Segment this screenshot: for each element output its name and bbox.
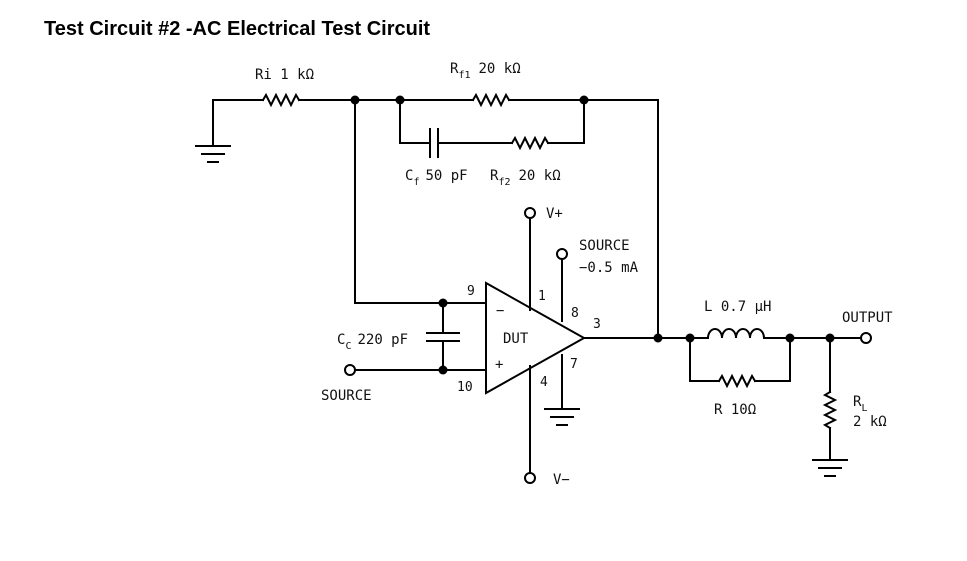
- rl-label: RL: [853, 394, 867, 414]
- output-label: OUTPUT: [842, 310, 893, 326]
- wire: [354, 99, 487, 304]
- source-input-terminal: [344, 364, 356, 376]
- wire: [689, 337, 720, 382]
- inverting-sign: −: [496, 303, 504, 319]
- pin-3-label: 3: [593, 317, 601, 332]
- r10-label: R 10Ω: [714, 402, 756, 418]
- inductor-label: L 0.7 μH: [704, 299, 771, 315]
- pin-7-label: 7: [570, 357, 578, 372]
- junction-dot: [438, 365, 448, 375]
- source-current-value: −0.5 mA: [579, 260, 639, 276]
- pin-10-label: 10: [457, 380, 473, 395]
- source-input-label: SOURCE: [321, 388, 372, 404]
- inductor-l: [706, 328, 766, 340]
- resistor-rf1: [471, 92, 511, 108]
- vplus-label: V+: [546, 206, 563, 222]
- junction-dot: [685, 333, 695, 343]
- vminus-terminal: [524, 472, 536, 484]
- junction-dot: [438, 298, 448, 308]
- ground-symbol-pin7: [544, 408, 580, 426]
- ri-label: Ri 1 kΩ: [255, 67, 314, 83]
- vplus-terminal: [524, 207, 536, 219]
- dut-opamp-triangle: [485, 281, 587, 395]
- junction-dot: [785, 333, 795, 343]
- junction-dot: [395, 95, 405, 105]
- junction-dot: [579, 95, 589, 105]
- wire: [399, 99, 431, 144]
- source-current-label: SOURCE: [579, 238, 630, 254]
- capacitor-cf: [429, 128, 439, 158]
- junction-dot: [825, 333, 835, 343]
- dut-label: DUT: [503, 331, 529, 347]
- vminus-label: V−: [553, 472, 570, 488]
- junction-dot: [653, 333, 663, 343]
- pin-8-label: 8: [571, 306, 579, 321]
- noninverting-sign: +: [495, 357, 503, 373]
- pin-9-label: 9: [467, 284, 475, 299]
- resistor-rl: [822, 390, 838, 430]
- output-terminal: [860, 332, 872, 344]
- ground-symbol-output: [812, 459, 848, 477]
- resistor-rf2: [510, 135, 550, 151]
- resistor-ri: [261, 92, 301, 108]
- junction-dot: [350, 95, 360, 105]
- capacitor-cc: [426, 332, 460, 342]
- pin-1-label: 1: [538, 289, 546, 304]
- source-current-terminal: [556, 248, 568, 260]
- wire: [547, 99, 585, 144]
- ground-symbol-input: [195, 99, 231, 163]
- pin-4-label: 4: [540, 375, 548, 390]
- wire: [754, 337, 791, 382]
- resistor-r10: [717, 373, 757, 389]
- rl-value: 2 kΩ: [853, 414, 887, 430]
- page-title: Test Circuit #2 -AC Electrical Test Circ…: [44, 18, 431, 40]
